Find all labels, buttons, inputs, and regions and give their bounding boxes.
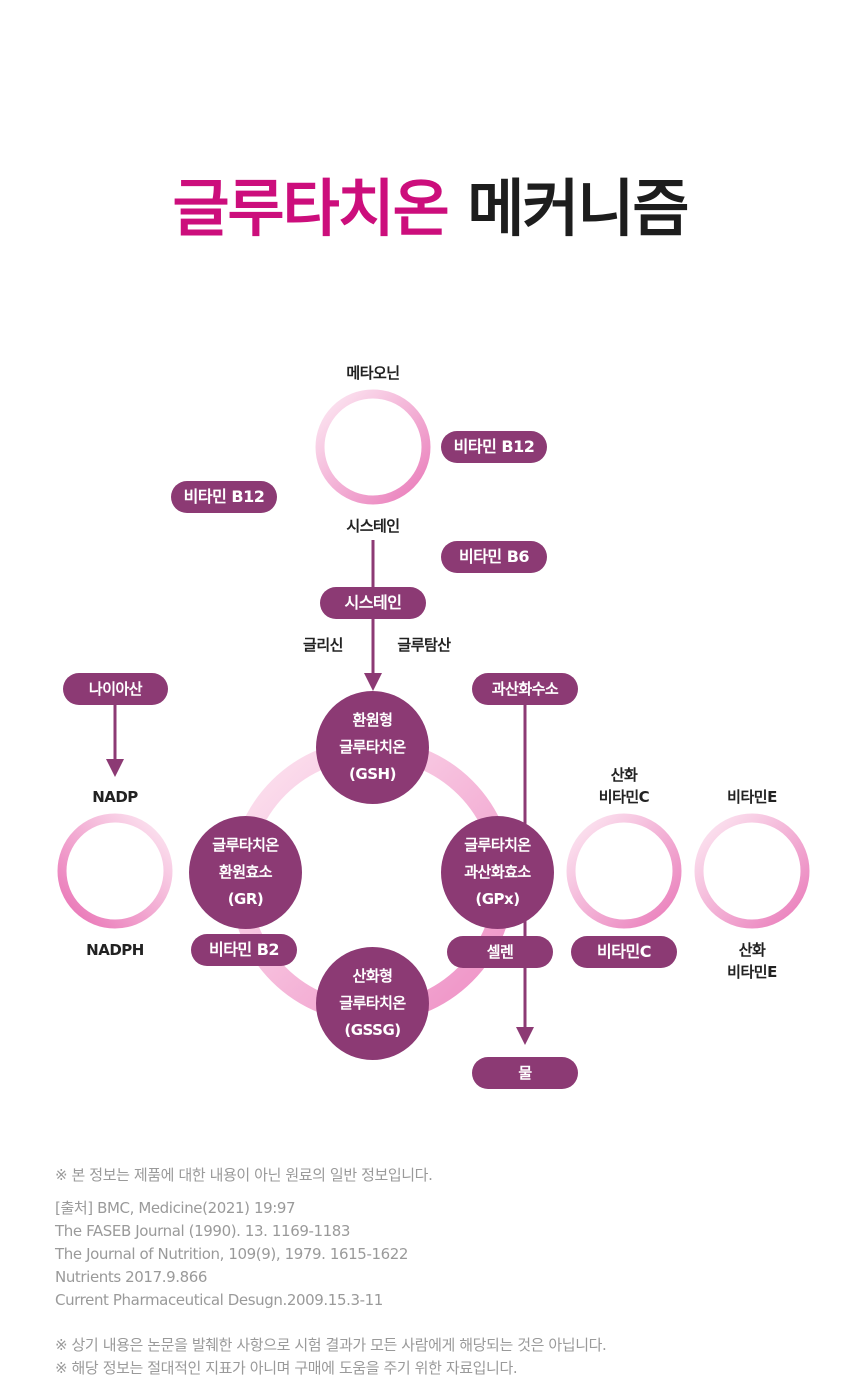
oxidized-vitc-label: 산화 비타민C xyxy=(574,764,674,808)
title-accent: 글루타치온 xyxy=(172,172,450,245)
vitamin-b12-pill-right: 비타민 B12 xyxy=(441,431,547,463)
nadp-cycle-ring xyxy=(57,813,173,929)
oxidized-vitc-line2: 비타민C xyxy=(598,788,650,806)
vitamin-c-pill: 비타민C xyxy=(571,936,677,968)
gr-line3: (GR) xyxy=(227,890,264,908)
gpx-node: 글루타치온 과산화효소 (GPx) xyxy=(441,816,554,929)
disclaimer-results: ※ 상기 내용은 논문을 발췌한 사항으로 시험 결과가 모든 사람에게 해당되… xyxy=(55,1336,607,1354)
gr-line1: 글루타치온 xyxy=(212,836,279,854)
gpx-line2: 과산화효소 xyxy=(464,863,531,881)
gr-node: 글루타치온 환원효소 (GR) xyxy=(189,816,302,929)
source-line: Current Pharmaceutical Desugn.2009.15.3-… xyxy=(55,1291,383,1309)
footnotes: ※ 본 정보는 제품에 대한 내용이 아닌 원료의 일반 정보입니다. [출처]… xyxy=(55,1164,607,1380)
cysteine-label: 시스테인 xyxy=(346,517,400,535)
gssg-line2: 글루타치온 xyxy=(339,994,406,1012)
methionine-label: 메타오닌 xyxy=(346,364,400,382)
source-line: [출처] BMC, Medicine(2021) 19:97 xyxy=(55,1199,296,1217)
gsh-line3: (GSH) xyxy=(349,765,396,783)
top-cycle-ring xyxy=(315,389,431,505)
selenium-pill: 셀렌 xyxy=(447,936,553,968)
source-line: Nutrients 2017.9.866 xyxy=(55,1268,208,1286)
vite-cycle-ring xyxy=(694,813,810,929)
vitamin-b2-pill: 비타민 B2 xyxy=(191,934,297,966)
water-pill: 물 xyxy=(472,1057,578,1089)
source-line: The FASEB Journal (1990). 13. 1169-1183 xyxy=(55,1222,351,1240)
cysteine-pill: 시스테인 xyxy=(320,587,426,619)
gsh-line1: 환원형 xyxy=(352,711,393,729)
vitamin-b12-pill-left: 비타민 B12 xyxy=(171,481,277,513)
source-line: The Journal of Nutrition, 109(9), 1979. … xyxy=(55,1245,409,1263)
vite-label: 비타민E xyxy=(727,788,777,806)
gssg-line3: (GSSG) xyxy=(344,1021,401,1039)
glycine-label: 글리신 xyxy=(303,636,343,654)
oxidized-vitc-line1: 산화 xyxy=(610,766,638,784)
gssg-node: 산화형 글루타치온 (GSSG) xyxy=(316,947,429,1060)
oxidized-vite-line1: 산화 xyxy=(738,941,766,959)
disclaimer-general: ※ 본 정보는 제품에 대한 내용이 아닌 원료의 일반 정보입니다. xyxy=(55,1166,433,1184)
niacin-pill: 나이아산 xyxy=(63,673,168,705)
oxidized-vite-label: 산화 비타민E xyxy=(702,939,802,983)
gpx-line1: 글루타치온 xyxy=(464,836,531,854)
oxidized-vite-line2: 비타민E xyxy=(727,963,777,981)
gr-line2: 환원효소 xyxy=(218,863,273,881)
page-title: 글루타치온 메커니즘 xyxy=(0,158,860,248)
vitamin-b6-pill: 비타민 B6 xyxy=(441,541,547,573)
nadph-label: NADPH xyxy=(86,941,144,959)
disclaimer-purpose: ※ 해당 정보는 절대적인 지표가 아니며 구매에 도움을 주기 위한 자료입니… xyxy=(55,1359,518,1377)
gsh-node: 환원형 글루타치온 (GSH) xyxy=(316,691,429,804)
gpx-line3: (GPx) xyxy=(475,890,520,908)
gsh-line2: 글루타치온 xyxy=(339,738,406,756)
hydrogen-peroxide-pill: 과산화수소 xyxy=(472,673,578,705)
nadp-label: NADP xyxy=(92,788,138,806)
vitc-cycle-ring xyxy=(566,813,682,929)
glutamate-label: 글루탐산 xyxy=(397,636,451,654)
gssg-line1: 산화형 xyxy=(352,967,393,985)
title-rest: 메커니즘 xyxy=(467,172,689,245)
